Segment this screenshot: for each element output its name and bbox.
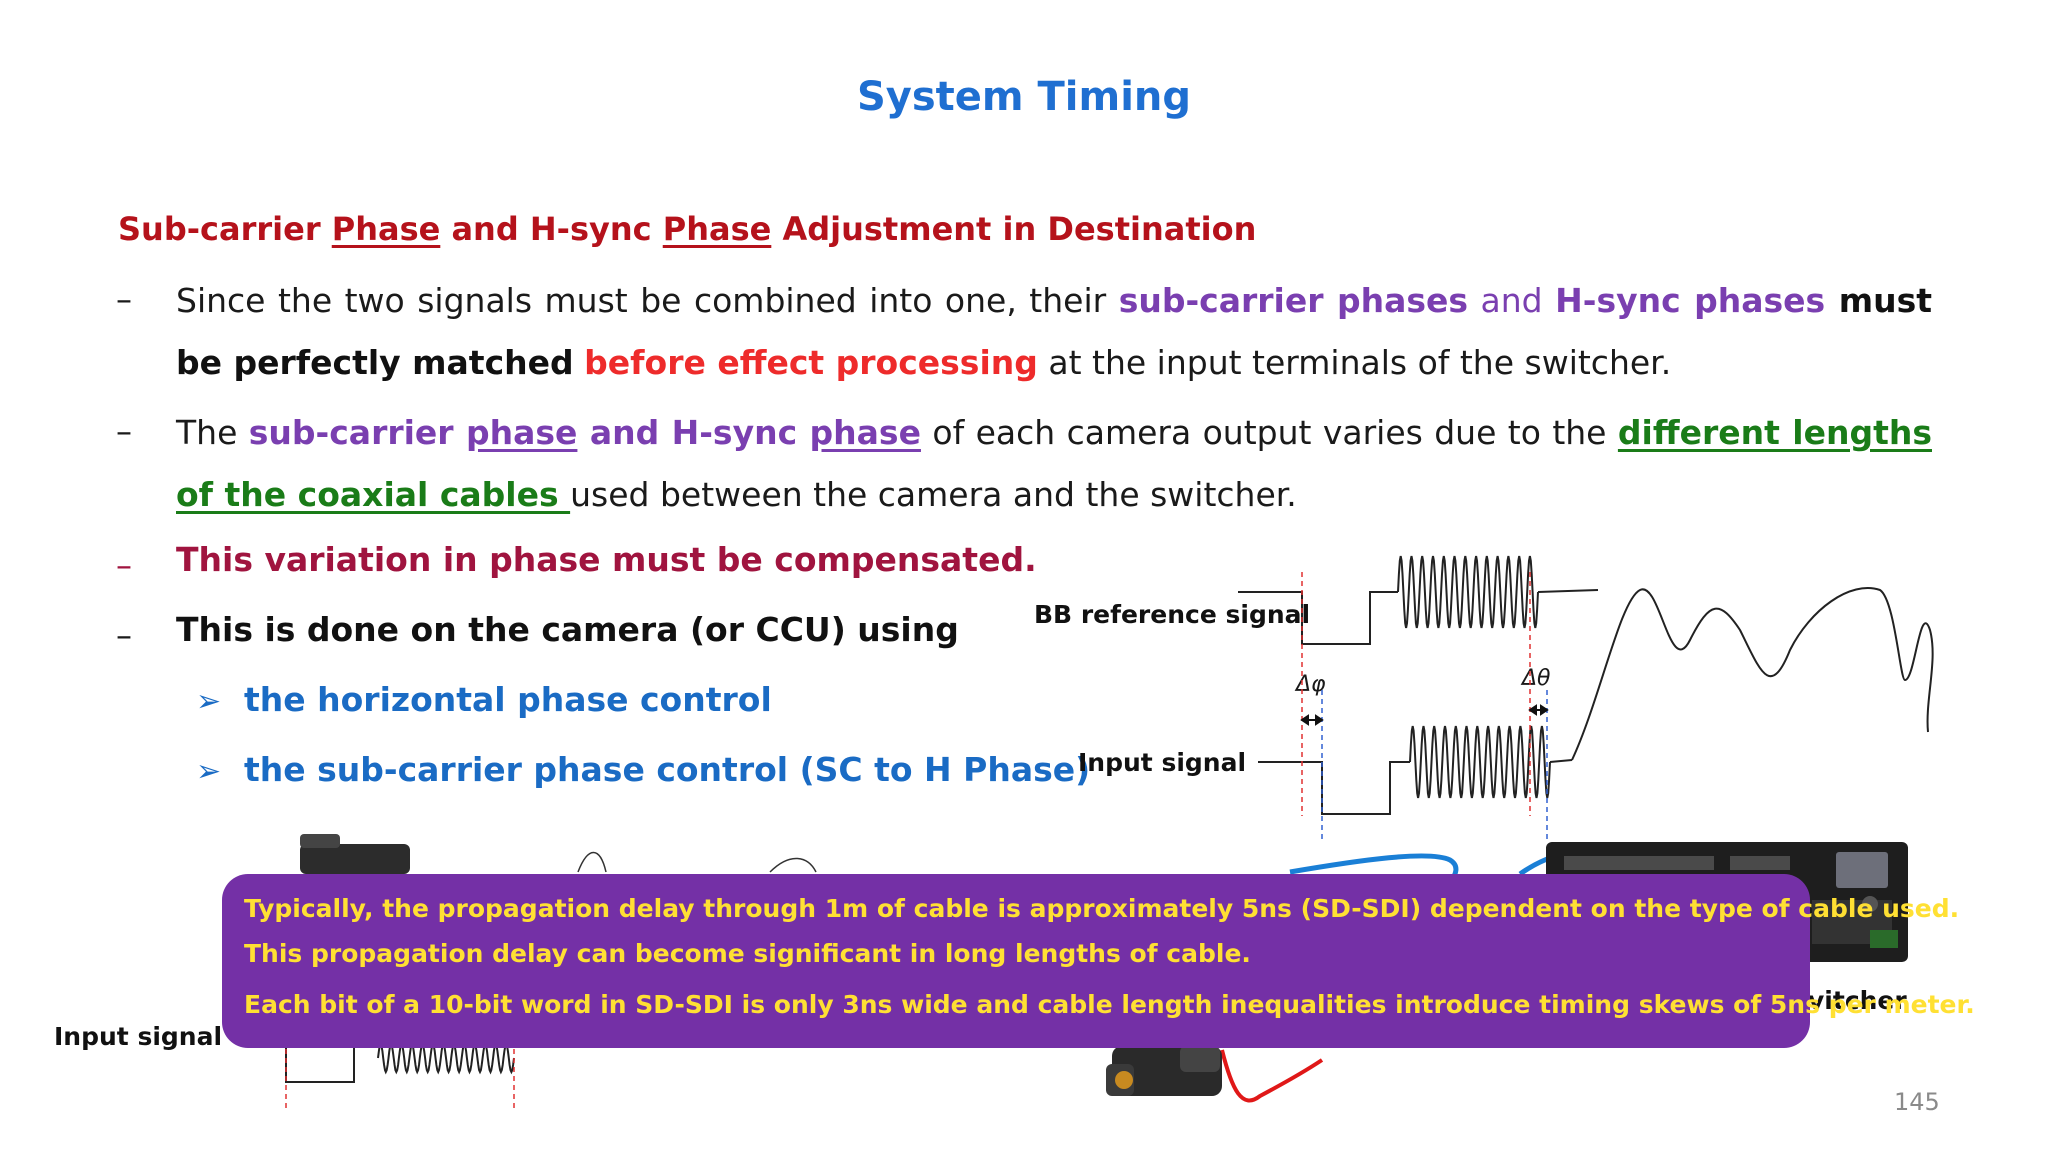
bullet-2-text: The sub-carrier phase and H-sync phase o… <box>176 402 1932 526</box>
arrow-bullet-icon: ➢ <box>196 754 222 789</box>
text: This variation in phase must be compensa… <box>176 540 1037 579</box>
callout-line-3: Each bit of a 10-bit word in SD-SDI is o… <box>244 990 1975 1019</box>
sub-bullet-text: the sub-carrier phase control (SC to H P… <box>244 750 1091 789</box>
camera-icon <box>300 834 410 874</box>
callout-line-1: Typically, the propagation delay through… <box>244 894 1960 923</box>
callout-box: Typically, the propagation delay through… <box>222 874 1975 1048</box>
bb-reference-waveform <box>1238 555 1599 645</box>
subheading-part: Sub-carrier <box>118 210 332 248</box>
subheading-part: and H-sync <box>440 210 663 248</box>
subheading-phase-underlined: Phase <box>331 210 441 248</box>
bullet-3-text: This variation in phase must be compensa… <box>176 540 1037 579</box>
text: of each camera output varies due to the <box>920 413 1618 452</box>
bullet-1-text: Since the two signals must be combined i… <box>176 270 1932 394</box>
subheading-phase-underlined: Phase <box>662 210 772 248</box>
bullet-4-text: This is done on the camera (or CCU) usin… <box>176 610 959 649</box>
highlight-sub-carrier-phases: sub-carrier phases <box>1118 281 1469 320</box>
sub-bullet-sc-h-phase: ➢ the sub-carrier phase control (SC to H … <box>196 750 1090 789</box>
bullet-dash: – <box>116 616 132 654</box>
highlight-before-effect-processing: before effect processing <box>584 343 1038 382</box>
page-number: 145 <box>1894 1088 1940 1116</box>
text: used between the camera and the switcher… <box>570 475 1297 514</box>
bullet-dash: – <box>116 412 132 450</box>
callout-line-2: This propagation delay can become signif… <box>244 939 1251 968</box>
input-signal-waveform <box>1258 725 1573 815</box>
camera-icon <box>1106 1046 1222 1096</box>
input-signal-label: Input signal <box>1078 748 1247 777</box>
waveform-curve <box>1571 587 1934 761</box>
text: at the input terminals of the switcher. <box>1037 343 1672 382</box>
bullet-dash: – <box>116 546 132 584</box>
section-subheading: Sub-carrier Phase and H-sync Phase Adjus… <box>118 210 1256 248</box>
text: This is done on the camera (or CCU) usin… <box>176 610 959 649</box>
delta-phi-label: Δφ <box>1296 672 1326 697</box>
text: The <box>176 413 249 452</box>
sub-bullet-text: the horizontal phase control <box>244 680 772 719</box>
arrow-bullet-icon: ➢ <box>196 684 222 719</box>
highlight-phase: phase <box>466 413 578 452</box>
highlight-phase: phase <box>809 413 921 452</box>
highlight-h-sync: and H-sync <box>577 413 810 452</box>
text: and <box>1468 281 1556 320</box>
highlight-must-be-matched: must be perfectly matched <box>176 281 1932 382</box>
delta-arrows <box>1300 704 1549 726</box>
bottom-input-signal-label: Input signal <box>54 1022 223 1051</box>
subheading-part: Adjustment in Destination <box>771 210 1257 248</box>
bottom-input-waveform <box>285 1041 515 1083</box>
bullet-dash: – <box>116 280 132 318</box>
sub-bullet-horizontal-phase: ➢ the horizontal phase control <box>196 680 772 719</box>
switcher-label: vitcher <box>1808 986 1907 1015</box>
highlight-sub-carrier: sub-carrier <box>248 413 466 452</box>
bb-reference-label: BB reference signal <box>1034 600 1311 629</box>
text: Since the two signals must be combined i… <box>176 281 1119 320</box>
delta-theta-label: Δθ <box>1522 666 1551 691</box>
slide-title: System Timing <box>856 74 1192 120</box>
highlight-h-sync-phases: H-sync phases <box>1555 281 1826 320</box>
highlight-cable-lengths: different lengths of the coaxial cables <box>176 413 1932 514</box>
blue-cable <box>1289 853 1459 882</box>
red-cable <box>1220 1049 1324 1103</box>
